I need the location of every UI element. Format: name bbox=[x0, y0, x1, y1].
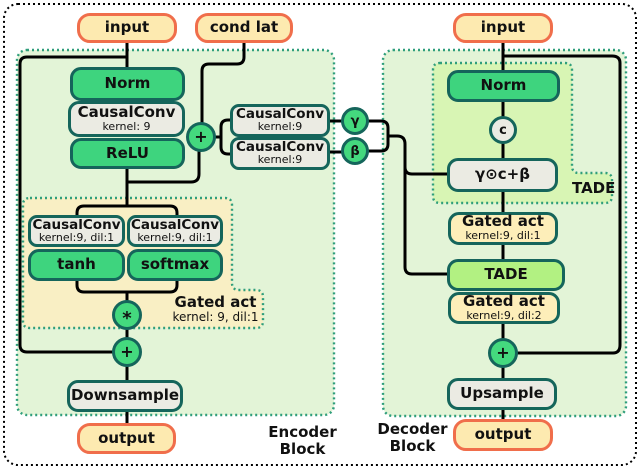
tade-box: TADE bbox=[447, 259, 565, 291]
cond-causalconv-bottom-sub: kernel:9 bbox=[257, 153, 303, 167]
gated-causalconv-right-box: CausalConv kernel:9, dil:1 bbox=[127, 215, 223, 247]
cond-lat-box: cond lat bbox=[195, 13, 293, 43]
decoder-gated1-box: Gated act kernel:9, dil:1 bbox=[448, 212, 558, 245]
softmax-label: softmax bbox=[140, 255, 210, 274]
tade-region-label: TADE bbox=[572, 179, 616, 197]
decoder-sum-circle: + bbox=[488, 338, 518, 368]
beta-circle: β bbox=[341, 137, 369, 165]
gated-causalconv-left-sub: kernel:9, dil:1 bbox=[38, 230, 115, 244]
cond-lat-label: cond lat bbox=[209, 18, 279, 37]
outer-border bbox=[3, 3, 637, 466]
decoder-norm-box: Norm bbox=[447, 70, 560, 102]
upsample-label: Upsample bbox=[460, 384, 544, 403]
decoder-gated2-title: Gated act bbox=[463, 291, 545, 310]
gated-causalconv-left-box: CausalConv kernel:9, dil:1 bbox=[28, 215, 125, 247]
gated-causalconv-right-title: CausalConv bbox=[131, 216, 219, 233]
cond-causalconv-top-box: CausalConv kernel:9 bbox=[230, 104, 330, 137]
gated-act-label-title: Gated act bbox=[174, 293, 257, 311]
decoder-block-label-line2: Block bbox=[389, 436, 436, 455]
concat-icon: c bbox=[499, 122, 507, 138]
decoder-norm-label: Norm bbox=[480, 76, 527, 95]
encoder-block-label: Encoder Block bbox=[255, 424, 350, 457]
affine-box: γ⊙c+β bbox=[447, 158, 558, 192]
downsample-label: Downsample bbox=[70, 386, 180, 405]
gated-causalconv-left-title: CausalConv bbox=[32, 216, 121, 233]
encoder-relu-label: ReLU bbox=[106, 143, 149, 162]
decoder-block-label-line1: Decoder bbox=[377, 420, 448, 438]
gated-act-label-sub: kernel: 9, dil:1 bbox=[172, 309, 259, 324]
decoder-gated1-sub: kernel:9, dil:1 bbox=[465, 229, 541, 243]
affine-label: γ⊙c+β bbox=[475, 165, 530, 184]
encoder-sum-circle: + bbox=[112, 337, 142, 367]
encoder-norm-box: Norm bbox=[70, 67, 185, 101]
decoder-gated2-sub: kernel:9, dil:2 bbox=[466, 308, 542, 322]
gated-causalconv-right-sub: kernel:9, dil:1 bbox=[137, 230, 213, 244]
decoder-input-box: input bbox=[453, 13, 553, 43]
decoder-input-label: input bbox=[480, 18, 526, 37]
cond-causalconv-bottom-box: CausalConv kernel:9 bbox=[230, 137, 330, 170]
softmax-box: softmax bbox=[127, 249, 223, 281]
plus-icon: + bbox=[496, 343, 510, 362]
encoder-block-label-line1: Encoder bbox=[268, 423, 337, 441]
encoder-block-label-line2: Block bbox=[279, 439, 326, 458]
gamma-circle: γ bbox=[341, 107, 369, 135]
decoder-output-box: output bbox=[453, 419, 553, 451]
encoder-input-box: input bbox=[77, 13, 177, 43]
downsample-box: Downsample bbox=[67, 380, 183, 412]
tanh-box: tanh bbox=[28, 249, 125, 281]
cond-causalconv-top-sub: kernel:9 bbox=[257, 120, 303, 134]
encoder-input-label: input bbox=[104, 18, 150, 37]
encoder-causalconv-title: CausalConv bbox=[77, 102, 176, 121]
tanh-label: tanh bbox=[57, 255, 96, 274]
upsample-box: Upsample bbox=[447, 378, 557, 410]
plus-icon: + bbox=[194, 127, 208, 146]
mult-icon: * bbox=[122, 307, 132, 329]
decoder-block-label: Decoder Block bbox=[370, 421, 455, 454]
cond-causalconv-top-title: CausalConv bbox=[236, 106, 324, 123]
decoder-gated1-title: Gated act bbox=[462, 212, 544, 231]
encoder-output-label: output bbox=[98, 428, 155, 447]
encoder-causalconv-sub: kernel: 9 bbox=[102, 119, 151, 133]
concat-circle: c bbox=[489, 116, 517, 144]
gamma-icon: γ bbox=[350, 113, 360, 129]
plus-icon: + bbox=[120, 342, 134, 361]
encoder-output-box: output bbox=[77, 423, 176, 454]
tade-box-label: TADE bbox=[484, 265, 528, 284]
decoder-output-label: output bbox=[474, 425, 532, 444]
connector-lines bbox=[18, 41, 622, 426]
cond-causalconv-bottom-title: CausalConv bbox=[236, 139, 324, 156]
cond-sum-circle: + bbox=[186, 122, 216, 152]
encoder-relu-box: ReLU bbox=[70, 138, 185, 169]
encoder-norm-label: Norm bbox=[104, 74, 151, 93]
encoder-causalconv-box: CausalConv kernel: 9 bbox=[68, 101, 185, 137]
gated-act-label: Gated act kernel: 9, dil:1 bbox=[163, 294, 268, 324]
mult-circle: * bbox=[112, 300, 142, 330]
decoder-gated2-box: Gated act kernel:9, dil:2 bbox=[448, 292, 560, 324]
beta-icon: β bbox=[350, 143, 360, 159]
